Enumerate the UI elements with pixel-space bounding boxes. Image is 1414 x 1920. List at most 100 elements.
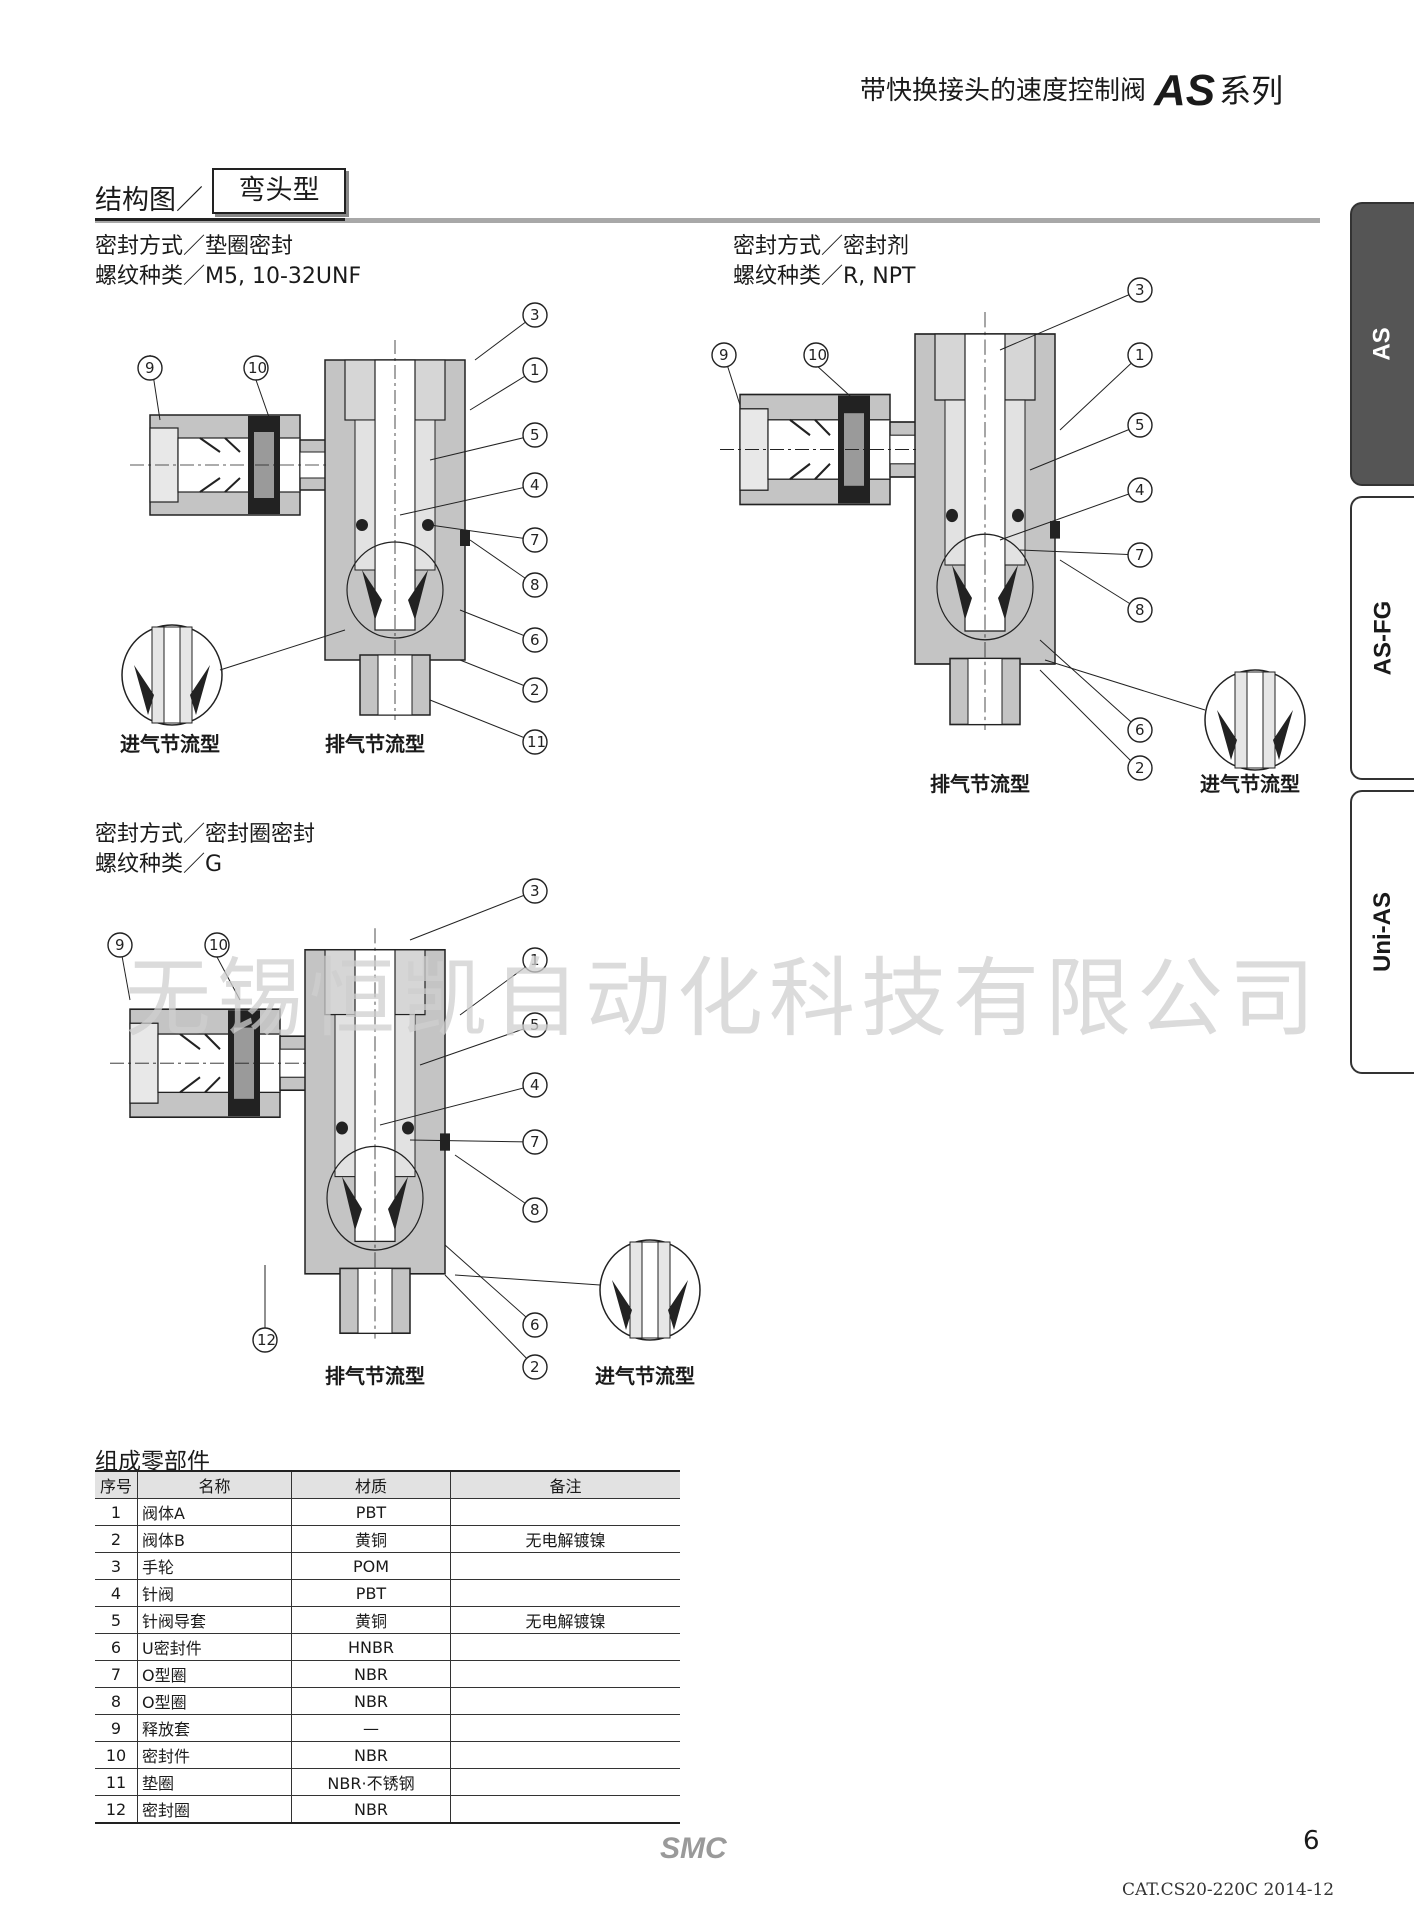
tab-uni-as[interactable]: Uni-AS: [1350, 790, 1414, 1074]
cell-no: 10: [95, 1741, 138, 1769]
cell-no: 12: [95, 1795, 138, 1824]
callout-5: 5: [530, 426, 540, 444]
cell-name: 针阀: [137, 1579, 292, 1607]
diagram1-thread-line: 螺纹种类／M5, 10-32UNF: [95, 264, 362, 289]
cell-note: [450, 1768, 680, 1796]
diagram2-callouts: 3 1 5 4 7 8 6 2 9 10: [711, 277, 1153, 781]
cell-note: [450, 1741, 680, 1769]
callout-1: 1: [530, 361, 540, 379]
diagram2-label-in: 进气节流型: [1200, 772, 1300, 796]
cell-material: NBR: [291, 1741, 451, 1769]
header-name: 名称: [137, 1470, 292, 1499]
cell-note: [450, 1552, 680, 1580]
cell-no: 11: [95, 1768, 138, 1796]
callout-12: 12: [257, 1331, 276, 1349]
section-box-label: 弯头型: [212, 168, 346, 214]
cell-no: 9: [95, 1714, 138, 1742]
callout-8: 8: [530, 1201, 540, 1219]
diagram1-cross-section: 3 1 5 4 7 8 6 2 11 9 10: [121, 302, 548, 755]
cell-no: 3: [95, 1552, 138, 1580]
callout-8: 8: [1135, 601, 1145, 619]
tab-as[interactable]: AS: [1350, 202, 1414, 486]
cell-note: [450, 1579, 680, 1607]
diagram1-seal-line: 密封方式／垫圈密封: [95, 234, 294, 259]
cell-material: PBT: [291, 1498, 451, 1526]
cell-name: 垫圈: [137, 1768, 292, 1796]
callout-11: 11: [527, 733, 546, 751]
cell-material: NBR·不锈钢: [291, 1768, 451, 1796]
cell-material: POM: [291, 1552, 451, 1580]
parts-table-header-row: 序号 名称 材质 备注: [95, 1470, 680, 1499]
header-no: 序号: [95, 1470, 138, 1499]
cell-no: 7: [95, 1660, 138, 1688]
diagram2-spec: 密封方式／密封剂 螺纹种类／R, NPT: [733, 232, 915, 292]
callout-6: 6: [530, 631, 540, 649]
callout-6: 6: [530, 1316, 540, 1334]
callout-10: 10: [808, 346, 827, 364]
callout-1: 1: [1135, 346, 1145, 364]
callout-7: 7: [530, 531, 540, 549]
cell-material: PBT: [291, 1579, 451, 1607]
cell-no: 6: [95, 1633, 138, 1661]
cell-name: 密封件: [137, 1741, 292, 1769]
cell-material: 黄铜: [291, 1606, 451, 1634]
watermark: 无锡恒凯自动化科技有限公司: [125, 949, 1321, 1049]
callout-2: 2: [1135, 759, 1145, 777]
cell-name: O型圈: [137, 1687, 292, 1715]
diagram2-cross-section: 3 1 5 4 7 8 6 2 9 10: [711, 277, 1306, 781]
smc-logo: SMC: [660, 1832, 727, 1865]
tab-as-fg[interactable]: AS-FG: [1350, 496, 1414, 780]
cell-no: 4: [95, 1579, 138, 1607]
cell-note: [450, 1633, 680, 1661]
diagram1-spec: 密封方式／垫圈密封 螺纹种类／M5, 10-32UNF: [95, 232, 361, 292]
callout-9: 9: [145, 359, 155, 377]
cell-name: U密封件: [137, 1633, 292, 1661]
header-material: 材质: [291, 1470, 451, 1499]
callout-4: 4: [1135, 481, 1145, 499]
callout-7: 7: [530, 1133, 540, 1151]
callout-2: 2: [530, 681, 540, 699]
tab-as-fg-label: AS-FG: [1369, 600, 1397, 676]
series-title-text: 带快换接头的速度控制阀: [860, 76, 1147, 106]
cell-name: 针阀导套: [137, 1606, 292, 1634]
catalog-code: CAT.CS20-220C 2014-12: [1122, 1880, 1335, 1900]
callout-7: 7: [1135, 546, 1145, 564]
cell-name: 手轮: [137, 1552, 292, 1580]
cell-material: —: [291, 1714, 451, 1742]
cell-no: 8: [95, 1687, 138, 1715]
diagram3-label-in: 进气节流型: [595, 1364, 695, 1388]
diagram2-seal-line: 密封方式／密封剂: [733, 234, 910, 259]
cell-name: 阀体B: [137, 1525, 292, 1553]
cell-no: 2: [95, 1525, 138, 1553]
diagram3-callouts: 3 1 5 4 7 8 6 2 12 9 10: [107, 878, 548, 1380]
series-suffix: 系列: [1219, 72, 1284, 110]
diagram2-label-out: 排气节流型: [930, 772, 1030, 796]
callout-9: 9: [719, 346, 729, 364]
callout-3: 3: [530, 306, 540, 324]
cell-material: NBR: [291, 1795, 451, 1824]
section-divider: [95, 218, 1320, 223]
cell-note: [450, 1687, 680, 1715]
cell-name: O型圈: [137, 1660, 292, 1688]
diagram2-thread-line: 螺纹种类／R, NPT: [733, 264, 916, 289]
cell-no: 5: [95, 1606, 138, 1634]
diagram3-thread-line: 螺纹种类／G: [95, 852, 223, 877]
diagram1-callouts: 3 1 5 4 7 8 6 2 11 9 10: [137, 302, 548, 755]
cell-note: 无电解镀镍: [450, 1525, 680, 1553]
callout-6: 6: [1135, 721, 1145, 739]
cell-name: 阀体A: [137, 1498, 292, 1526]
cell-material: NBR: [291, 1660, 451, 1688]
callout-5: 5: [1135, 416, 1145, 434]
cell-note: 无电解镀镍: [450, 1606, 680, 1634]
section-title: 结构图／: [95, 185, 203, 216]
diagram3-seal-line: 密封方式／密封圈密封: [95, 822, 316, 847]
cell-name: 密封圈: [137, 1795, 292, 1824]
cell-name: 释放套: [137, 1714, 292, 1742]
